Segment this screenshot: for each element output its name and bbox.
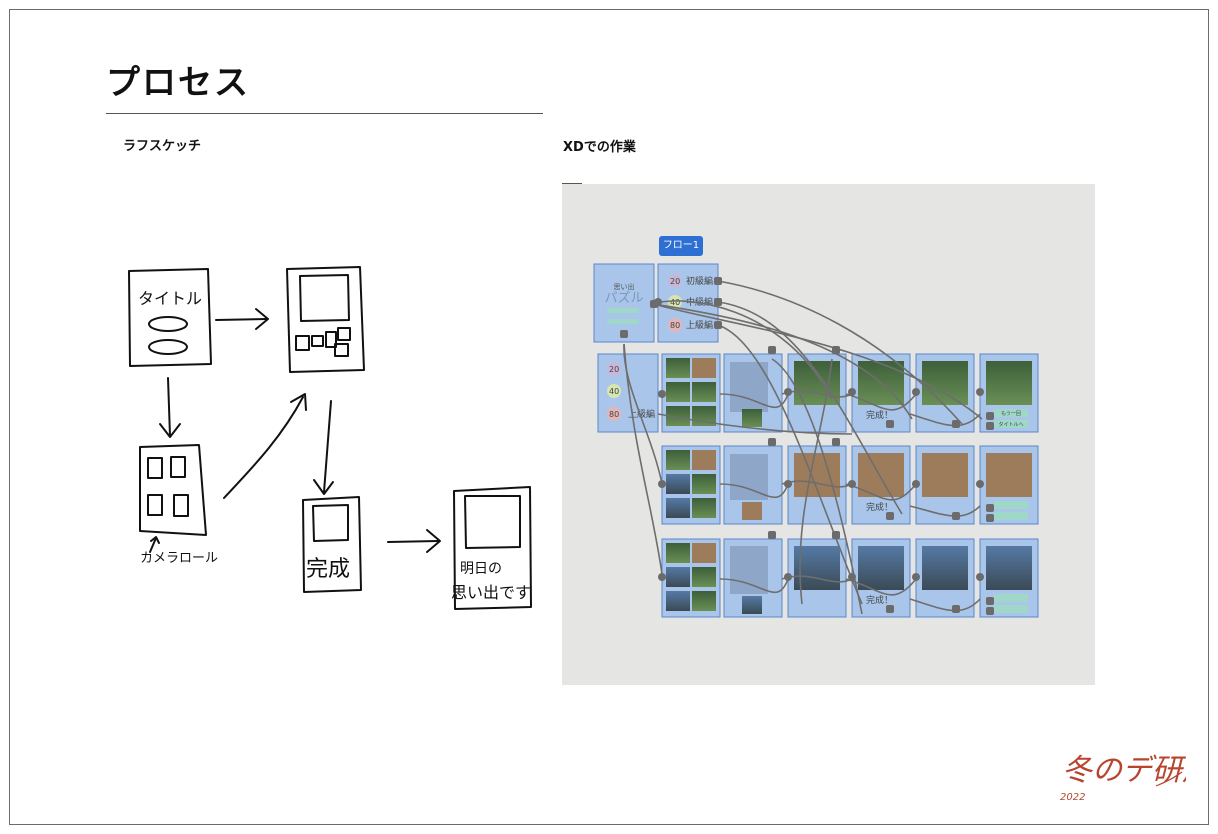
rough-sketch: タイトル カメラロール 完成 明日の 思い出です [128,266,532,610]
svg-text:もう一回: もう一回 [1001,411,1021,417]
sketch-screen-camera-roll [139,444,207,536]
sketch-screen-puzzle [286,266,365,373]
sketch-arrow-4 [323,400,332,493]
connector-handles [620,277,994,615]
svg-text:パズル: パズル [604,290,643,306]
sketch-title-text: タイトル [138,289,202,308]
sketch-final-line2: 思い出です [451,583,531,602]
xd-artboard-map: 思い出 パズル 20 初級編 40 中級編 80 上級編 20 40 80 上 [593,263,1039,618]
svg-text:80: 80 [670,321,680,330]
xd-section-label: XDでの作業 [563,140,636,155]
prototype-connectors [623,280,983,615]
sketch-button-1 [148,316,188,332]
flow-badge[interactable]: フロー1 [659,236,703,256]
sketch-final-line1: 明日の [460,561,502,577]
title-divider [106,113,543,114]
page-title: プロセス [106,63,250,103]
page-frame [9,9,1209,825]
sketch-arrow-2 [167,377,171,437]
artboard-level-select-2: 20 40 80 上級編 [597,353,659,433]
event-logo: 冬のデ研展 2022 [1060,753,1186,803]
xd-panel-tick [562,183,582,184]
svg-text:タイトルへ: タイトルへ [998,421,1023,428]
svg-text:40: 40 [609,387,619,396]
svg-text:20: 20 [609,365,619,374]
svg-text:上級編: 上級編 [628,408,655,420]
xd-prototype-panel: 思い出 パズル 20 初級編 40 中級編 80 上級編 20 40 80 上 [562,184,1095,685]
sketch-arrow-1 [215,318,268,321]
sketch-screen-final [453,486,532,610]
artboard-level-select: 20 初級編 40 中級編 80 上級編 [657,263,719,343]
svg-text:完成！: 完成！ [866,501,893,513]
sketch-camera-roll-text: カメラロール [140,551,218,566]
sketch-arrow-small [149,537,157,553]
sketch-complete-text: 完成 [306,557,350,582]
sketch-section-label: ラフスケッチ [123,139,202,154]
svg-text:完成！: 完成！ [866,594,893,606]
artboard-grid: 完成！ もう一回 タイトルへ 完成！ [661,353,1039,618]
svg-text:完成！: 完成！ [866,409,893,421]
logo-year: 2022 [1060,792,1085,803]
sketch-arrow-5 [387,540,439,543]
svg-text:80: 80 [609,410,619,419]
sketch-button-2 [148,339,188,355]
svg-text:40: 40 [670,298,680,307]
svg-text:初級編: 初級編 [686,275,713,287]
svg-text:思い出: 思い出 [614,282,635,291]
svg-text:上級編: 上級編 [686,319,713,331]
sketch-screen-complete [302,496,362,593]
logo-text: 冬のデ研展 [1062,753,1186,788]
sketch-screen-title [128,268,212,367]
svg-text:20: 20 [670,277,680,286]
sketch-arrow-3 [223,396,304,499]
